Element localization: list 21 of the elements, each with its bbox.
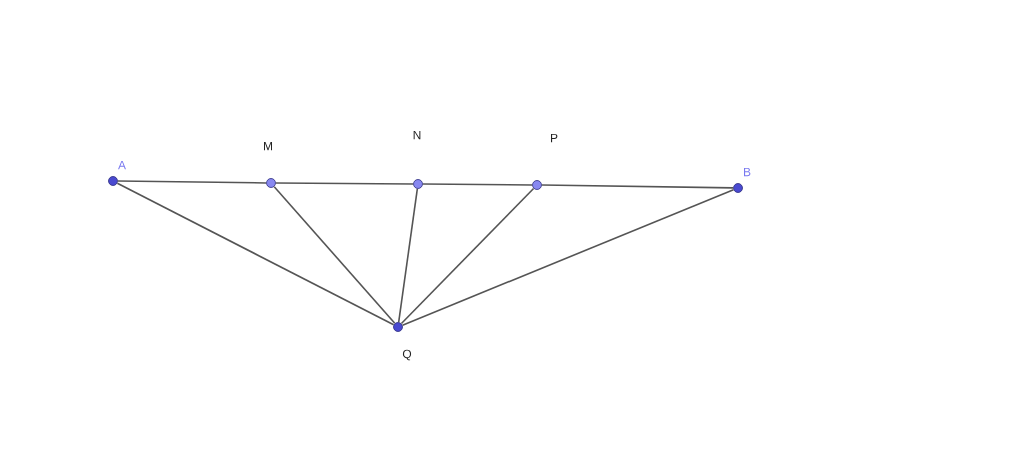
point: N <box>413 130 423 189</box>
line-segment <box>401 189 735 326</box>
point: A <box>108 160 126 186</box>
point: M <box>264 141 276 188</box>
point: Q <box>393 322 412 361</box>
line-segment <box>541 184 734 189</box>
point: B <box>733 167 751 193</box>
line-segment <box>422 183 533 186</box>
node-label: P <box>550 133 558 143</box>
node-label: N <box>413 130 421 140</box>
line-segment <box>400 187 535 325</box>
point: P <box>532 133 558 190</box>
node-label: Q <box>402 349 412 361</box>
line-segment <box>275 182 414 185</box>
node-label: B <box>744 167 751 177</box>
line-segment <box>397 188 419 323</box>
line-segment <box>116 182 395 326</box>
line-segment <box>273 185 396 325</box>
node-label: A <box>118 160 126 170</box>
node-label: M <box>264 141 273 151</box>
line-segment <box>117 180 267 184</box>
